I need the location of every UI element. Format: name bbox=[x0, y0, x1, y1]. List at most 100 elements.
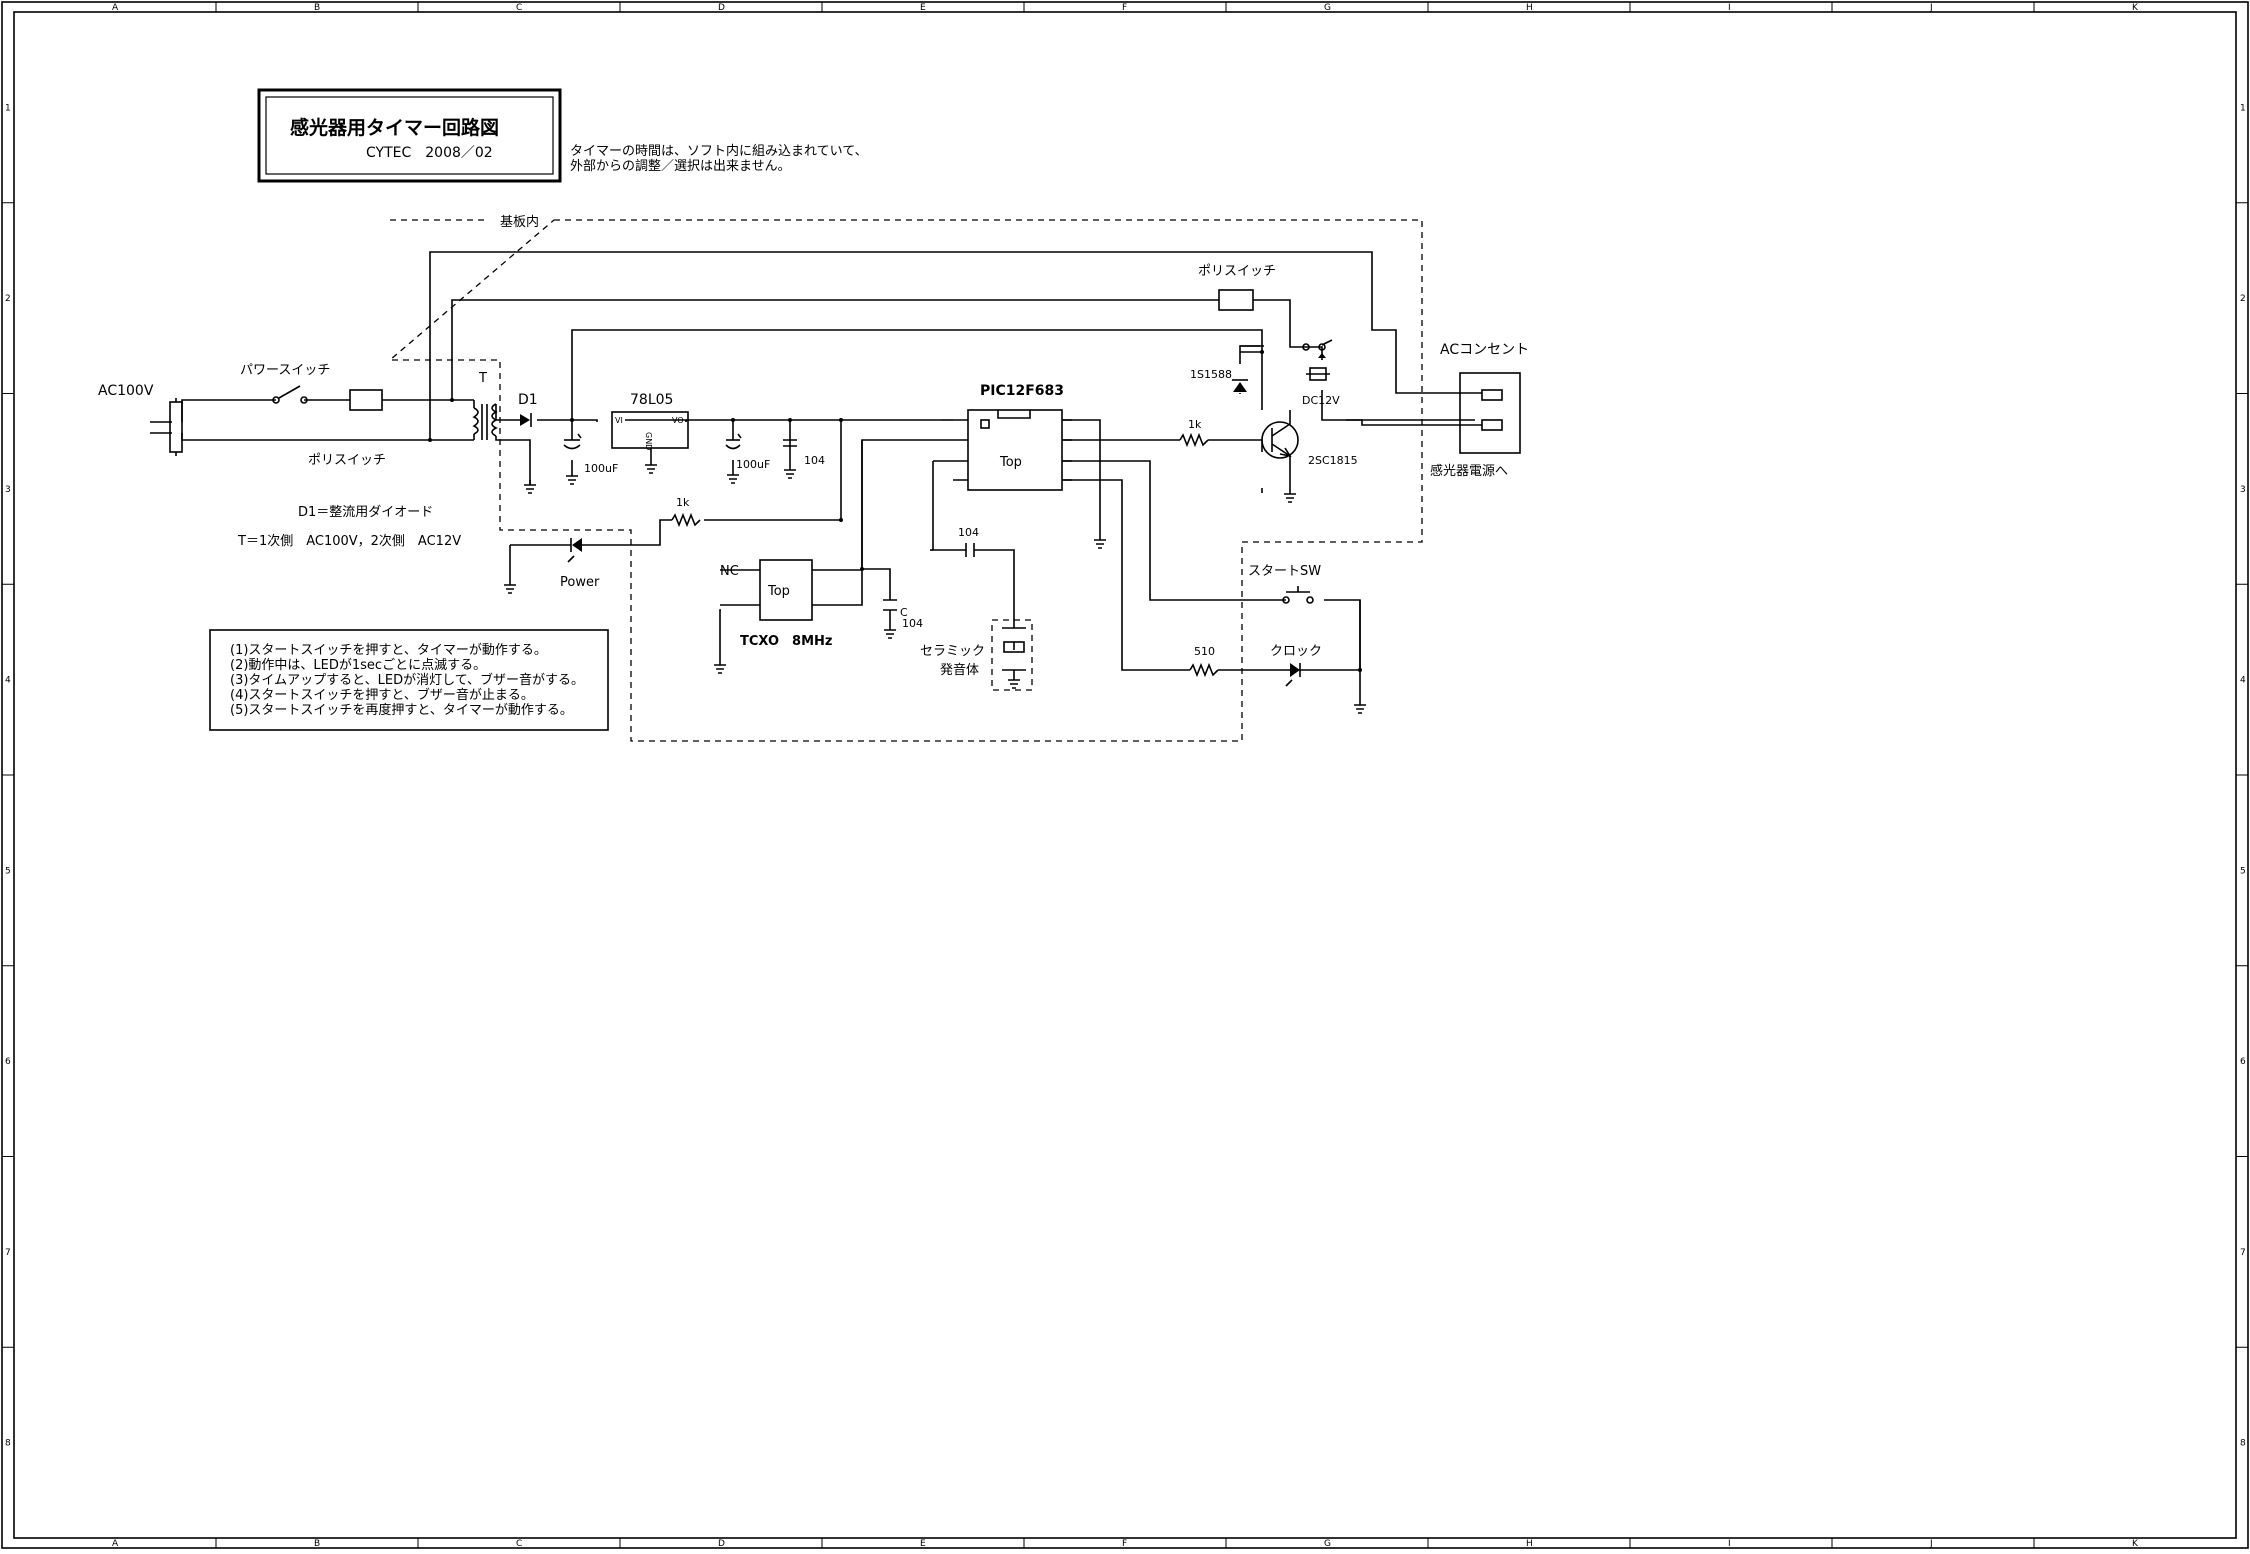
transistor-label: 2SC1815 bbox=[1308, 454, 1358, 467]
regulator-vo-label: VO bbox=[672, 416, 684, 425]
col-ref-bottom: A bbox=[112, 1539, 119, 1549]
col-ref-top: F bbox=[1122, 3, 1127, 13]
relay-dc12v bbox=[1302, 339, 1333, 381]
cap-c-label: C bbox=[900, 606, 908, 619]
polyswitch-top-label: ポリスイッチ bbox=[1198, 264, 1276, 279]
row-ref-left: 1 bbox=[5, 103, 11, 113]
row-ref-right: 5 bbox=[2240, 866, 2246, 876]
col-ref-bottom: E bbox=[920, 1539, 926, 1549]
operation-note-4: (4)スタートスイッチを押すと、ブザー音が止まる。 bbox=[230, 687, 534, 703]
schematic-title: 感光器用タイマー回路図 bbox=[290, 116, 499, 139]
transformer bbox=[472, 403, 498, 440]
regulator-78l05 bbox=[611, 411, 689, 449]
d1-note: D1＝整流用ダイオード bbox=[298, 505, 433, 520]
clock-label: クロック bbox=[1270, 644, 1322, 659]
col-ref-bottom: C bbox=[516, 1539, 522, 1549]
col-ref-bottom: J bbox=[1929, 1539, 1933, 1549]
clock-led bbox=[1284, 663, 1301, 687]
row-ref-right: 2 bbox=[2240, 294, 2246, 304]
col-ref-top: J bbox=[1929, 3, 1933, 13]
board-outline bbox=[388, 219, 1423, 742]
resistor-510-label: 510 bbox=[1194, 645, 1215, 658]
diode-1s1588 bbox=[1232, 379, 1248, 392]
tcxo-label: TCXO 8MHz bbox=[740, 634, 832, 649]
power-switch bbox=[272, 385, 308, 404]
mcu-top-label: Top bbox=[999, 455, 1022, 470]
junctions bbox=[428, 350, 1264, 571]
row-ref-left: 3 bbox=[5, 485, 11, 495]
row-ref-left: 4 bbox=[5, 676, 11, 686]
diode-1s1588-label: 1S1588 bbox=[1190, 368, 1232, 381]
capacitor-100uf-1 bbox=[563, 433, 582, 450]
row-ref-right: 8 bbox=[2240, 1439, 2246, 1449]
tcxo bbox=[759, 559, 813, 621]
board-area-label: 基板内 bbox=[500, 214, 539, 230]
resistor-510 bbox=[1189, 662, 1219, 678]
mcu-label: PIC12F683 bbox=[980, 383, 1064, 399]
inner-frame bbox=[13, 11, 2237, 1539]
polyswitch-left-label: ポリスイッチ bbox=[308, 453, 386, 468]
power-switch-label: パワースイッチ bbox=[240, 363, 330, 378]
ac100v-label: AC100V bbox=[98, 383, 154, 399]
col-ref-bottom: D bbox=[718, 1539, 725, 1549]
capacitor-104 bbox=[783, 439, 797, 447]
row-ref-left: 2 bbox=[5, 294, 11, 304]
col-ref-top: D bbox=[718, 3, 725, 13]
regulator-gnd-label: GND bbox=[644, 432, 653, 450]
row-ref-right: 7 bbox=[2240, 1248, 2246, 1258]
row-ref-right: 4 bbox=[2240, 676, 2246, 686]
resistor-led-label: 1k bbox=[676, 496, 690, 509]
relay-label: DC12V bbox=[1302, 394, 1340, 407]
col-ref-bottom: F bbox=[1122, 1539, 1127, 1549]
regulator-label: 78L05 bbox=[630, 392, 673, 408]
capacitor-c-104 bbox=[883, 599, 897, 611]
wires bbox=[150, 251, 1475, 705]
row-ref-right: 3 bbox=[2240, 485, 2246, 495]
polyswitch-top bbox=[1218, 289, 1254, 311]
capacitor-100uf-2 bbox=[725, 433, 742, 450]
junction-clock bbox=[1358, 668, 1362, 672]
cap-buzzer-label: 104 bbox=[958, 526, 979, 539]
col-ref-top: K bbox=[2132, 3, 2139, 13]
transformer-label: T bbox=[478, 371, 487, 386]
col-ref-top: A bbox=[112, 3, 119, 13]
col-ref-top: H bbox=[1526, 3, 1533, 13]
col-ref-bottom: B bbox=[314, 1539, 320, 1549]
ceramic-label: セラミック bbox=[920, 644, 985, 659]
row-ref-left: 7 bbox=[5, 1248, 11, 1258]
title-block: 感光器用タイマー回路図 CYTEC 2008／02 bbox=[257, 88, 562, 183]
col-ref-bottom: G bbox=[1324, 1539, 1331, 1549]
cap-c-value: 104 bbox=[902, 617, 923, 630]
operation-note-1: (1)スタートスイッチを押すと、タイマーが動作する。 bbox=[230, 643, 547, 658]
resistor-1k-base bbox=[1179, 432, 1209, 448]
row-ref-left: 8 bbox=[5, 1439, 11, 1449]
to-exposure-label: 感光器電源へ bbox=[1430, 463, 1508, 479]
power-led bbox=[560, 538, 590, 563]
start-switch-label: スタートSW bbox=[1248, 564, 1321, 579]
tcxo-nc-label: NC bbox=[720, 564, 739, 579]
outlet-wires bbox=[1346, 392, 1482, 426]
capacitor-104-buzzer bbox=[965, 543, 975, 557]
timer-note-line-2: 外部からの調整／選択は出来ません。 bbox=[570, 159, 791, 174]
col-ref-bottom: K bbox=[2132, 1539, 2139, 1549]
tcxo-top-label: Top bbox=[767, 584, 790, 599]
start-switch[interactable] bbox=[1282, 586, 1314, 604]
operation-note-5: (5)スタートスイッチを再度押すと、タイマーが動作する。 bbox=[230, 702, 573, 718]
operation-note-3: (3)タイムアップすると、LEDが消灯して、ブザー音がする。 bbox=[230, 672, 584, 688]
cap1-label: 100uF bbox=[584, 462, 618, 475]
col-ref-top: C bbox=[516, 3, 522, 13]
col-ref-bottom: I bbox=[1728, 1539, 1731, 1549]
operation-notes: (1)スタートスイッチを押すと、タイマーが動作する。 (2)動作中は、LEDが1… bbox=[230, 643, 584, 718]
diode-d1 bbox=[520, 413, 532, 427]
d1-label: D1 bbox=[518, 392, 538, 408]
schematic-subtitle: CYTEC 2008／02 bbox=[366, 145, 493, 161]
cap2-label: 100uF bbox=[736, 458, 770, 471]
transistor-2sc1815 bbox=[1262, 410, 1299, 494]
col-ref-top: B bbox=[314, 3, 320, 13]
ceramic-sounder bbox=[991, 619, 1033, 691]
row-ref-right: 1 bbox=[2240, 103, 2246, 113]
operation-note-2: (2)動作中は、LEDが1secごとに点滅する。 bbox=[230, 657, 486, 673]
